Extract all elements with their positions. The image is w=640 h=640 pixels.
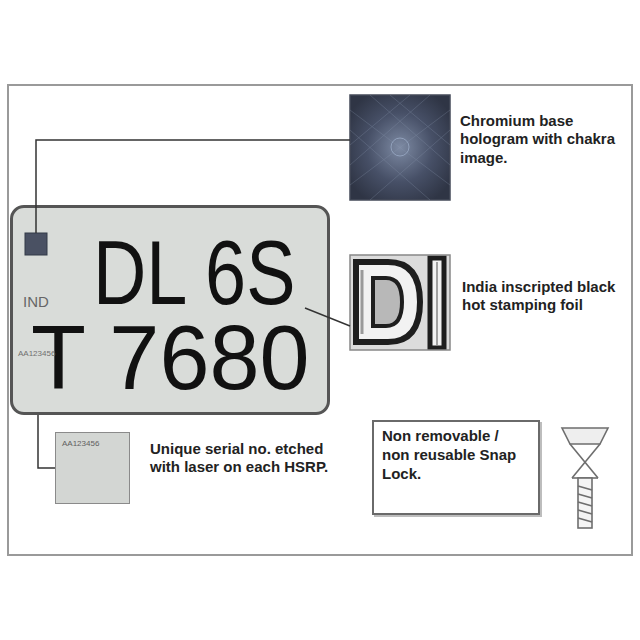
leader-connector xyxy=(38,415,55,468)
number-plate: DL 6ST 7680 IND AA123456 xyxy=(10,205,330,415)
plate-hologram xyxy=(25,233,47,255)
snap-lock-box: Non removable / non reusable Snap Lock. xyxy=(372,420,540,515)
outer-frame xyxy=(8,85,632,555)
callout-text: Unique serial no. etched with laser on e… xyxy=(150,440,340,477)
callout-text: Chromium base hologram with chakra image… xyxy=(460,112,620,167)
serial-zoom-box: AA123456 xyxy=(55,432,130,504)
leader-line xyxy=(305,308,350,326)
country-code: IND xyxy=(23,294,49,309)
plate-number: T 7680 xyxy=(31,313,310,403)
leader-line xyxy=(36,140,350,233)
lock-description: Non removable / non reusable Snap Lock. xyxy=(382,427,530,483)
serial-number: AA123456 xyxy=(18,350,55,358)
plate-number: DL 6S xyxy=(93,228,295,318)
serial-number: AA123456 xyxy=(62,440,99,448)
snap-lock-icon xyxy=(562,428,608,528)
foil-zoom xyxy=(350,255,450,350)
hologram-zoom xyxy=(350,95,450,200)
callout-text: India inscripted black hot stamping foil xyxy=(462,278,622,315)
